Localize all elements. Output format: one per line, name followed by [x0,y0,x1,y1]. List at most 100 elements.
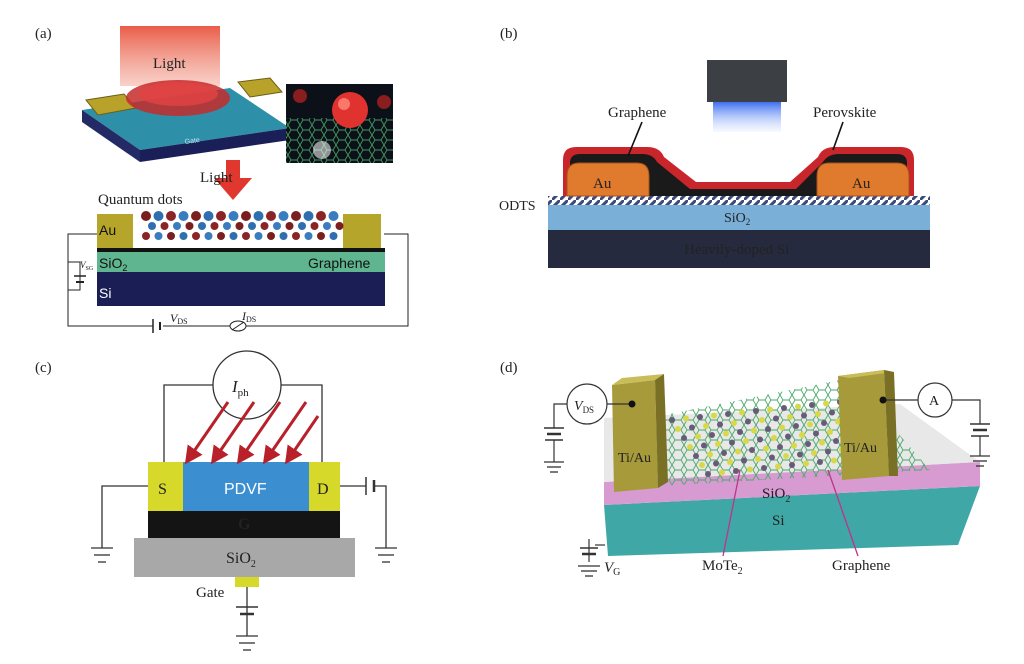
mote2-atom [765,426,771,432]
mote2-atom [713,460,719,467]
illumination-arrows [184,401,320,465]
mote2-leader-line [722,469,741,557]
graphene-label-d: Graphene [832,558,891,574]
gate-battery-d [580,547,598,556]
quantum-dot [292,232,300,240]
ground-left-d [544,461,564,473]
mote2-atom [795,403,801,410]
quantum-dot [223,222,231,230]
quantum-dot [248,222,256,230]
quantum-dot [291,211,301,221]
quantum-dot [185,222,194,230]
mote2-atom [695,433,701,440]
vds-battery [152,319,161,333]
quantum-dot [328,211,339,221]
quantum-dot [191,211,201,221]
mote2-atom [681,435,687,441]
graphene-label-a: Graphene [308,255,370,271]
quantum-dot [242,232,250,240]
tiau-label-left: Ti/Au [618,451,651,466]
si-layer-d [604,486,980,556]
mote2-atom [693,453,699,459]
mote2-atom [721,450,727,456]
mote2-atom [803,460,809,467]
graphene-layer-a [97,248,385,252]
drain-contact [309,462,340,511]
mote2-atom [791,442,797,449]
odts-layer [548,196,930,205]
mote2-atom [763,445,769,452]
mote2-atom [705,471,711,477]
quantum-dot [229,232,238,240]
quantum-dot [154,232,163,240]
tiau-electrode-left-front [612,380,658,492]
mote2-atom [683,415,689,422]
mote2-atom [747,466,753,473]
mote2-atom [767,406,773,413]
si-layer-a [97,272,385,306]
tiau-electrode-right-top [838,370,894,378]
photocurrent-meter [212,350,282,420]
mote2-atom [835,418,841,425]
quantum-dot [310,222,319,230]
mote2-atom [833,438,839,444]
mote2-atom [723,430,729,437]
au-electrode-right-b [816,162,910,197]
graphene-label-b: Graphene [608,105,667,121]
mote2-atom [805,441,811,447]
mote2-atom [725,411,731,417]
au-label-b-left: Au [593,176,612,192]
quantum-dot [279,232,288,240]
mote2-atom [727,459,733,465]
mote2-atom [755,456,761,462]
au-electrode-right-a [343,214,381,248]
vds-source-circle [566,383,608,425]
light-label-top: Light [153,56,186,72]
mote2-atom [799,432,805,438]
blue-light-beam [713,102,781,132]
quantum-dot [198,222,206,230]
mote2-atom [745,418,751,425]
quantum-dot [204,232,213,240]
quantum-dot-row [141,211,344,240]
pdvf-layer [183,462,309,511]
quantum-dot [304,232,313,240]
mote2-atom [689,424,695,431]
gate-contact [235,577,259,587]
graphene-leader-line [627,121,643,157]
mote2-atom [761,465,767,471]
mote2-atom [815,411,821,417]
light-beam [120,26,220,86]
quantum-dot [148,222,156,230]
quantum-dot [254,232,263,240]
mote2-atom [823,400,829,407]
odts-label: ODTS [499,199,536,214]
inset-graphene-qd [286,84,393,163]
heavily-doped-si-layer [548,230,930,268]
ground-right-c [375,547,397,563]
quantum-dot [316,211,326,221]
panel-b: (b) Graphene Perovskite Au Au ODTS SiO2 … [499,26,930,268]
ids-meter [229,320,247,332]
vds-label-d: VDS [574,399,594,415]
panel-b-label: (b) [500,26,518,42]
tiau-electrode-right-front [838,370,889,480]
mote2-atom [759,417,765,423]
sio2-label-b: SiO2 [724,211,750,227]
mote2-atom [827,429,833,435]
mote2-atom [731,420,737,426]
capacitor-left-d [544,427,564,441]
mote2-atom [809,402,815,408]
ground-bottom-c [236,635,258,651]
quantum-dot [192,232,200,240]
sio2-label-a: SiO2 [99,255,127,273]
panel-a-label: (a) [35,26,52,42]
quantum-dot [235,222,244,230]
si-label-d: Si [772,513,785,529]
quantum-dot [260,222,269,230]
mote2-atom [769,454,775,461]
electrode-right-3d [237,77,283,98]
mote2-atom [811,450,817,456]
ground-right-d [970,455,990,467]
iph-label: Iph [231,377,249,399]
